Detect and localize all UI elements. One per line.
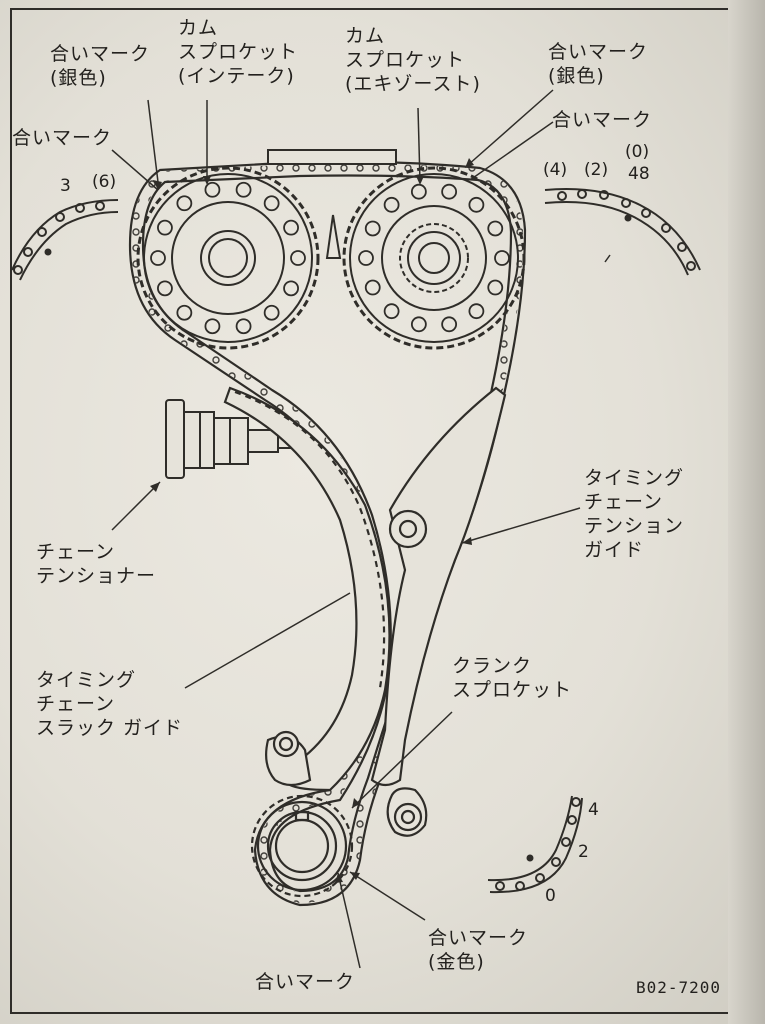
label-match-mark-silver-right: 合いマーク (銀色) [548, 41, 649, 87]
timing-chain-slack-guide [223, 386, 391, 792]
exhaust-sprocket-holes [358, 183, 510, 333]
sprocket-hole [487, 220, 504, 237]
crank-sprocket [250, 794, 354, 898]
sprocket-hole [494, 250, 510, 266]
sprocket-hole [383, 196, 400, 213]
page-edge-shadow [728, 0, 765, 1024]
sprocket-hole [290, 250, 306, 266]
link-number-4-paren: (4) [543, 160, 568, 180]
timing-chain-tension-guide [370, 386, 507, 837]
label-intake-cam-sprocket: カム スプロケット (インテーク) [178, 17, 299, 87]
sprocket-hole [364, 279, 381, 296]
timing-pointer [325, 214, 342, 259]
exhaust-cam-sprocket [342, 166, 526, 350]
link-number-3: 3 [60, 176, 71, 196]
link-number-0-paren: (0) [625, 142, 650, 162]
sprocket-hole [150, 250, 166, 266]
link-number-48: 48 [628, 164, 650, 184]
link-number-2: 2 [578, 842, 589, 862]
sprocket-hole [176, 304, 193, 321]
top-cover-plate [267, 149, 397, 165]
sprocket-hole [204, 181, 221, 198]
sprocket-hole [204, 318, 221, 335]
label-match-mark-bottom: 合いマーク [255, 971, 356, 993]
label-match-mark-left: 合いマーク [12, 127, 113, 149]
sprocket-hole [383, 303, 400, 320]
detail-chain-bottom [487, 795, 583, 894]
link-number-4: 4 [588, 800, 599, 820]
link-number-0: 0 [545, 886, 556, 906]
sprocket-hole [468, 196, 485, 213]
sprocket-hole [468, 303, 485, 320]
sprocket-hole [263, 304, 280, 321]
sprocket-hole [410, 183, 427, 200]
sprocket-hole [358, 250, 374, 266]
label-match-mark-gold: 合いマーク (金色) [428, 927, 529, 973]
figure-code: B02-7200 [636, 978, 722, 997]
label-match-mark-silver-left: 合いマーク (銀色) [50, 43, 151, 89]
label-tension-guide: タイミング チェーン テンション ガイド [584, 467, 685, 561]
sprocket-hole [263, 195, 280, 212]
label-exhaust-cam-sprocket: カム スプロケット (エキゾースト) [345, 25, 481, 95]
detail-chain-left [11, 199, 119, 281]
detail-chain-right [544, 188, 701, 276]
label-slack-guide: タイミング チェーン スラック ガイド [36, 669, 184, 739]
intake-cam-sprocket [136, 166, 320, 350]
sprocket-hole [441, 183, 458, 200]
sprocket-hole [235, 318, 252, 335]
link-number-2-paren: (2) [584, 160, 609, 180]
sprocket-hole [441, 316, 458, 333]
sprocket-hole [235, 181, 252, 198]
sprocket-hole [364, 220, 381, 237]
sprocket-hole [176, 195, 193, 212]
sprocket-hole [283, 280, 299, 297]
link-number-6: (6) [92, 172, 117, 192]
sprocket-hole [283, 219, 299, 236]
sprocket-hole [410, 316, 427, 333]
sprocket-hole [157, 219, 173, 236]
label-crank-sprocket: クランク スプロケット [452, 655, 573, 701]
sprocket-hole [487, 279, 504, 296]
label-chain-tensioner: チェーン テンショナー [36, 541, 157, 587]
leader-lines [111, 89, 581, 969]
sprocket-hole [157, 280, 173, 297]
intake-sprocket-holes [150, 181, 306, 335]
label-match-mark-right: 合いマーク [552, 109, 653, 131]
leader-arrowheads [150, 158, 474, 883]
